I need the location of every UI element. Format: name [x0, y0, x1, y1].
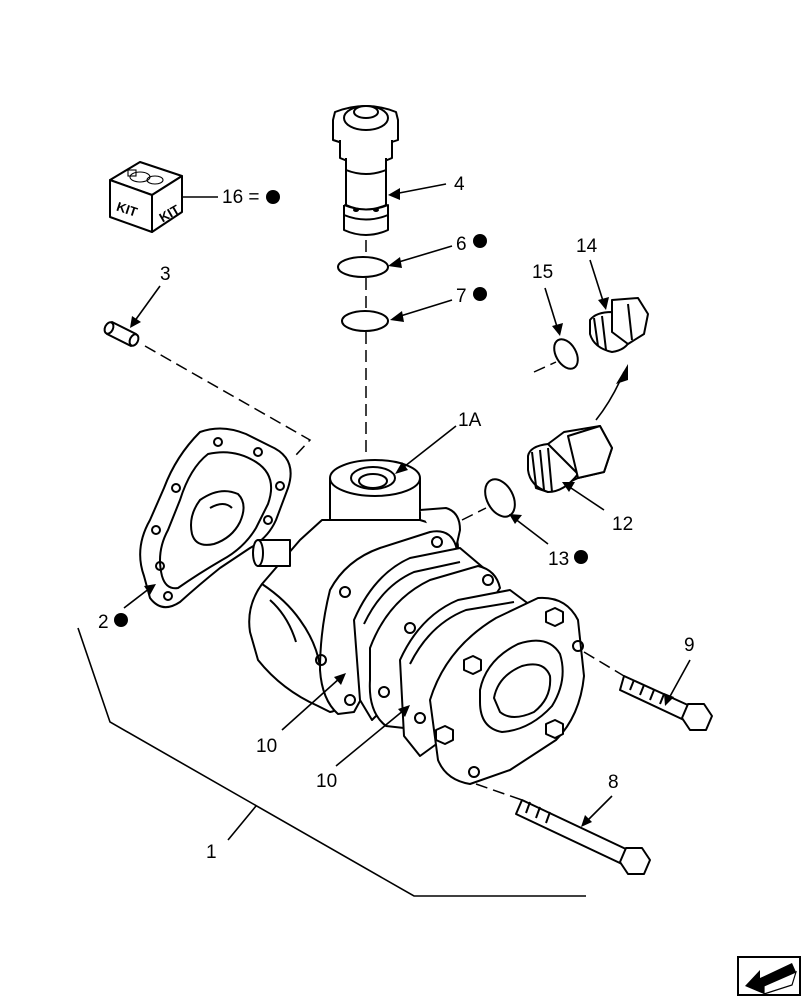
callout-15: 15 — [532, 262, 553, 283]
callout-7: 7 — [456, 286, 467, 307]
kit-marker-16 — [266, 190, 280, 204]
callout-6: 6 — [456, 234, 467, 255]
leader-lines — [77, 183, 691, 897]
callout-12: 12 — [612, 514, 633, 535]
callout-3: 3 — [160, 264, 171, 285]
kit-marker-7 — [473, 287, 487, 301]
next-page-arrow-icon[interactable] — [737, 956, 801, 996]
callout-2: 2 — [98, 612, 109, 633]
callout-13: 13 — [548, 549, 569, 570]
callout-10-upper: 10 — [256, 736, 277, 757]
kit-box-icon: KIT KIT — [109, 161, 183, 233]
callout-1a: 1A — [458, 410, 482, 431]
valve-cartridge — [332, 105, 399, 236]
plug-12 — [527, 425, 613, 493]
o-ring-15 — [553, 338, 579, 370]
bolt-8 — [515, 799, 651, 875]
dowel-pin — [103, 321, 140, 347]
pump-assembly — [248, 459, 585, 785]
callout-16: 16 = — [222, 187, 260, 208]
o-ring-7 — [341, 310, 389, 332]
kit-marker-6 — [473, 234, 487, 248]
kit-marker-13 — [574, 550, 588, 564]
callout-9: 9 — [684, 635, 695, 656]
o-ring-13 — [484, 478, 516, 518]
kit-marker-2 — [114, 613, 128, 627]
o-ring-6 — [337, 256, 389, 278]
callout-8: 8 — [608, 772, 619, 793]
callout-10-lower: 10 — [316, 771, 337, 792]
kit-label-front: KIT — [115, 199, 140, 220]
callout-1: 1 — [206, 842, 217, 863]
callout-4: 4 — [454, 174, 465, 195]
callout-14: 14 — [576, 236, 598, 257]
gasket — [139, 427, 292, 609]
plug-14 — [589, 297, 649, 353]
